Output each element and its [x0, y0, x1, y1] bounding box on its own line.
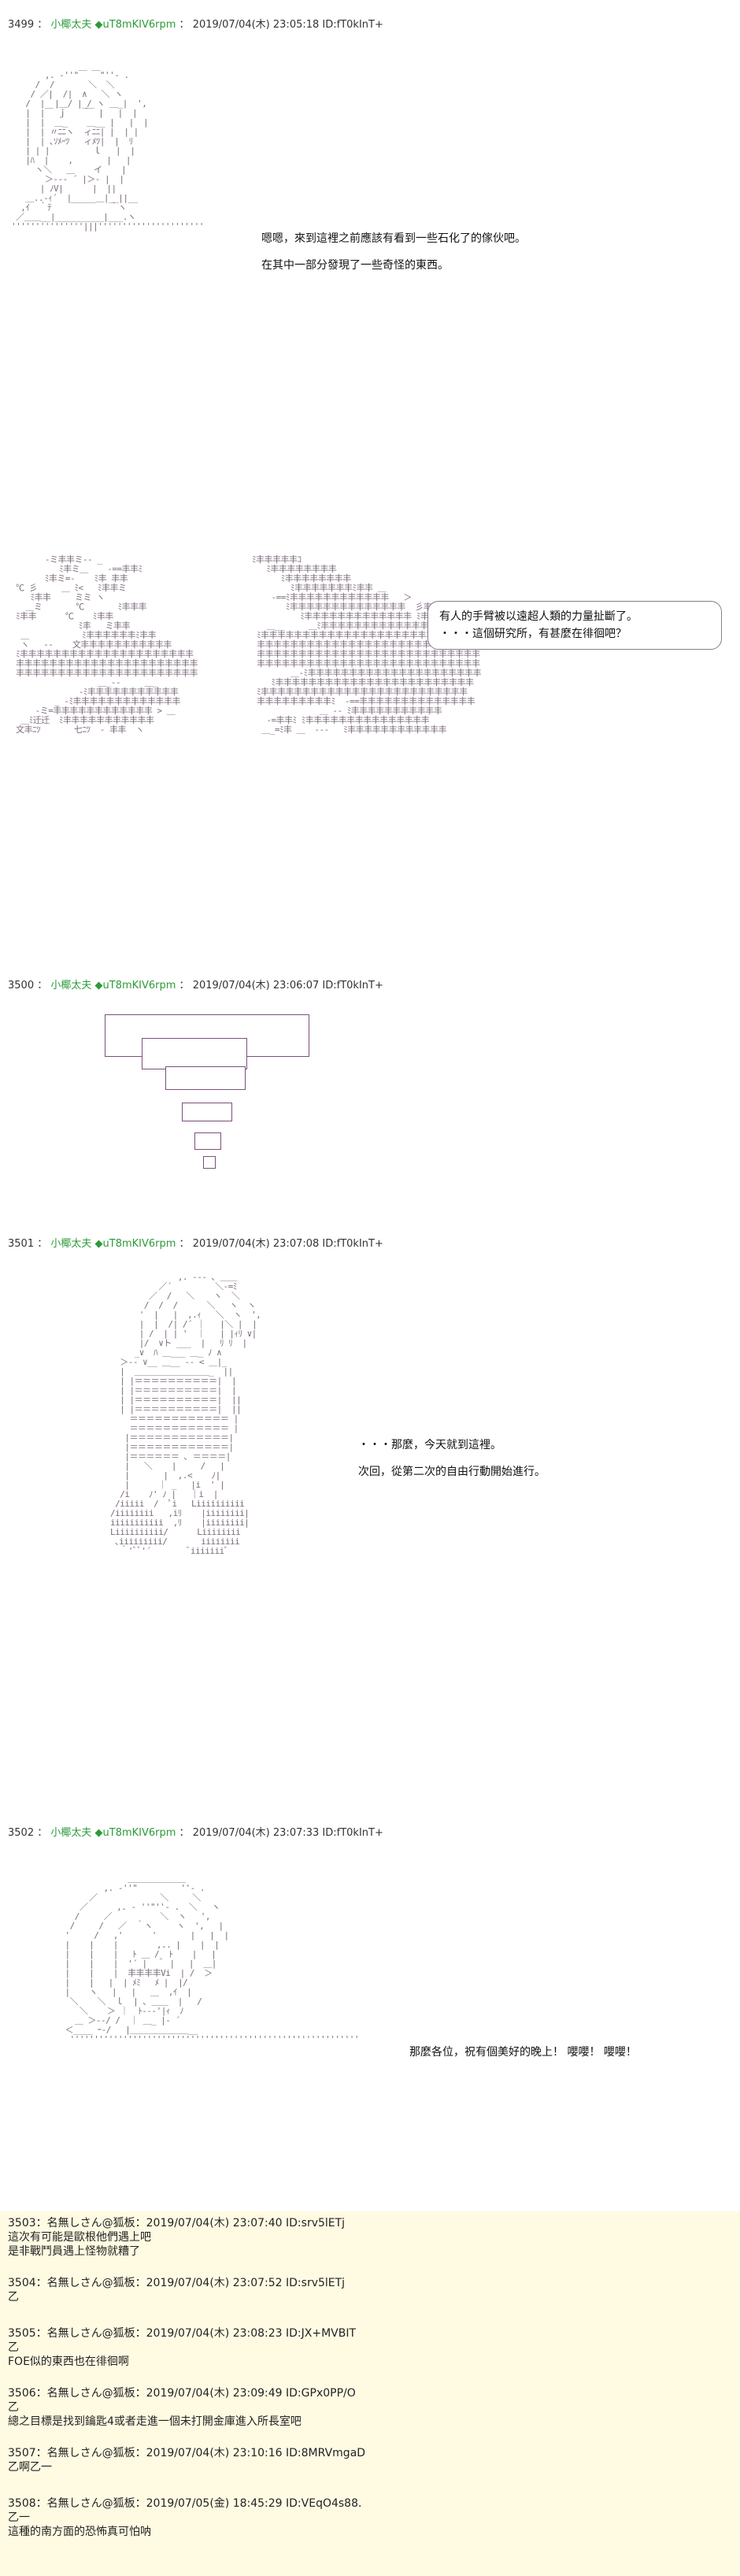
ascii-art-character-3: ＿＿＿＿＿＿＿ ,. ‐''" ''‐ . ／ ＼ ＼ ／ ,. ‐ ''"''… — [65, 1874, 359, 2044]
poster-id[interactable]: ID:fT0kInT+ — [322, 1238, 383, 1250]
bubble-line: ・・・這個研究所，有甚麼在徘徊吧？ — [439, 628, 627, 640]
ascii-art-character-2: ,. -‐‐ ､ ＿＿ ／´ ＼‐=ﾐ ／ / ＼ ヽ ＼ / / / ＼ ヽ … — [110, 1272, 261, 1556]
dialogue-line: 嗯嗯，來到這裡之前應該有看到一些石化了的傢伙吧。 — [261, 232, 526, 245]
reply-body: 乙啊乙一 — [8, 2461, 52, 2474]
reply-item: 3503：名無しさん@狐板：2019/07/04(木) 23:07:40 ID:… — [8, 2216, 345, 2259]
reply-body: 乙 — [8, 2341, 19, 2354]
poster-name[interactable]: 小椰太夫 — [50, 19, 92, 31]
reply-item: 3506：名無しさん@狐板：2019/07/04(木) 23:09:49 ID:… — [8, 2386, 356, 2429]
reply-body: 是非戰鬥員遇上怪物就糟了 — [8, 2245, 140, 2258]
dialogue-line: 那麼各位，祝有個美好的晚上！ 嚶嚶！ 嚶嚶！ — [409, 2046, 637, 2059]
reply-body: 乙一 — [8, 2511, 30, 2524]
poster-id[interactable]: ID:fT0kInT+ — [322, 980, 383, 991]
dialogue-line: 在其中一部分發現了一些奇怪的東西。 — [261, 259, 449, 272]
reply-header: 3505：名無しさん@狐板：2019/07/04(木) 23:08:23 ID:… — [8, 2327, 357, 2340]
dialogue-line: 次回，從第二次的自由行動開始進行。 — [358, 1466, 546, 1478]
post-header-3502: 3502 ： 小椰太夫 ◆uT8mKIV6rpm ： 2019/07/04(木)… — [8, 1827, 383, 1839]
reply-body: 乙 — [8, 2291, 19, 2304]
poster-name[interactable]: 小椰太夫 — [50, 980, 92, 991]
ascii-art-speedlines-left: ‐ミ丰丰ミ-- _ ﾐ丰ミ＿ ‐==丰丰ﾐ ﾐ丰ミ=- ﾐ丰 丰丰 ℃ 彡 ＿ … — [16, 554, 198, 735]
stacked-box-3 — [165, 1066, 246, 1090]
reply-header: 3506：名無しさん@狐板：2019/07/04(木) 23:09:49 ID:… — [8, 2387, 356, 2400]
reply-header: 3507：名無しさん@狐板：2019/07/04(木) 23:10:16 ID:… — [8, 2447, 366, 2459]
ascii-art-character-1: ,. ‐''"￣ ￣"''‐ . / / ＼ ＼ / ／| /| ∧ ＼ ヽ /… — [11, 70, 204, 232]
reply-item: 3505：名無しさん@狐板：2019/07/04(木) 23:08:23 ID:… — [8, 2326, 356, 2369]
reply-body: 這次有可能是歐根他們遇上吧 — [8, 2231, 151, 2244]
poster-trip: ◆uT8mKIV6rpm — [94, 1827, 176, 1839]
bubble-line: 有人的手臂被以遠超人類的力量扯斷了。 — [439, 610, 638, 623]
reply-body: FOE似的東西也在徘徊啊 — [8, 2355, 129, 2368]
reply-body: 總之目標是找到鑰匙4或者走進一個未打開金庫進入所長室吧 — [8, 2415, 302, 2428]
reply-item: 3504：名無しさん@狐板：2019/07/04(木) 23:07:52 ID:… — [8, 2276, 345, 2304]
stacked-box-4 — [182, 1103, 232, 1121]
reply-header: 3508：名無しさん@狐板：2019/07/05(金) 18:45:29 ID:… — [8, 2497, 362, 2510]
post-header-3500: 3500 ： 小椰太夫 ◆uT8mKIV6rpm ： 2019/07/04(木)… — [8, 980, 383, 991]
reply-item: 3507：名無しさん@狐板：2019/07/04(木) 23:10:16 ID:… — [8, 2446, 365, 2474]
post-header-3501: 3501 ： 小椰太夫 ◆uT8mKIV6rpm ： 2019/07/04(木)… — [8, 1238, 383, 1250]
poster-trip: ◆uT8mKIV6rpm — [94, 19, 176, 31]
poster-id[interactable]: ID:fT0kInT+ — [322, 19, 383, 31]
ascii-art-speedlines-right: ﾐ丰丰丰丰丰ｺ ﾐ丰丰丰丰丰丰丰丰 ﾐ丰丰丰丰丰丰丰丰 ﾐ丰丰丰丰丰丰丰ﾐ丰丰 … — [252, 554, 482, 735]
poster-trip: ◆uT8mKIV6rpm — [94, 980, 176, 991]
reply-body: 這種的南方面的恐怖真可怕呐 — [8, 2526, 151, 2538]
stacked-box-5 — [194, 1132, 221, 1150]
post-header-3499: 3499 ： 小椰太夫 ◆uT8mKIV6rpm ： 2019/07/04(木)… — [8, 19, 383, 31]
poster-trip: ◆uT8mKIV6rpm — [94, 1238, 176, 1250]
reply-header: 3504：名無しさん@狐板：2019/07/04(木) 23:07:52 ID:… — [8, 2277, 346, 2289]
poster-name[interactable]: 小椰太夫 — [50, 1238, 92, 1250]
reply-item: 3508：名無しさん@狐板：2019/07/05(金) 18:45:29 ID:… — [8, 2496, 361, 2539]
stacked-box-2 — [142, 1038, 247, 1069]
poster-id[interactable]: ID:fT0kInT+ — [322, 1827, 383, 1839]
stacked-box-6 — [203, 1156, 216, 1169]
reply-section: 3503：名無しさん@狐板：2019/07/04(木) 23:07:40 ID:… — [0, 2211, 740, 2576]
reply-body: 乙 — [8, 2401, 19, 2414]
speech-bubble: 有人的手臂被以遠超人類的力量扯斷了。 ・・・這個研究所，有甚麼在徘徊吧？ — [427, 601, 722, 650]
reply-header: 3503：名無しさん@狐板：2019/07/04(木) 23:07:40 ID:… — [8, 2217, 346, 2229]
poster-name[interactable]: 小椰太夫 — [50, 1827, 92, 1839]
dialogue-line: ・・・那麼，今天就到這裡。 — [358, 1439, 501, 1451]
